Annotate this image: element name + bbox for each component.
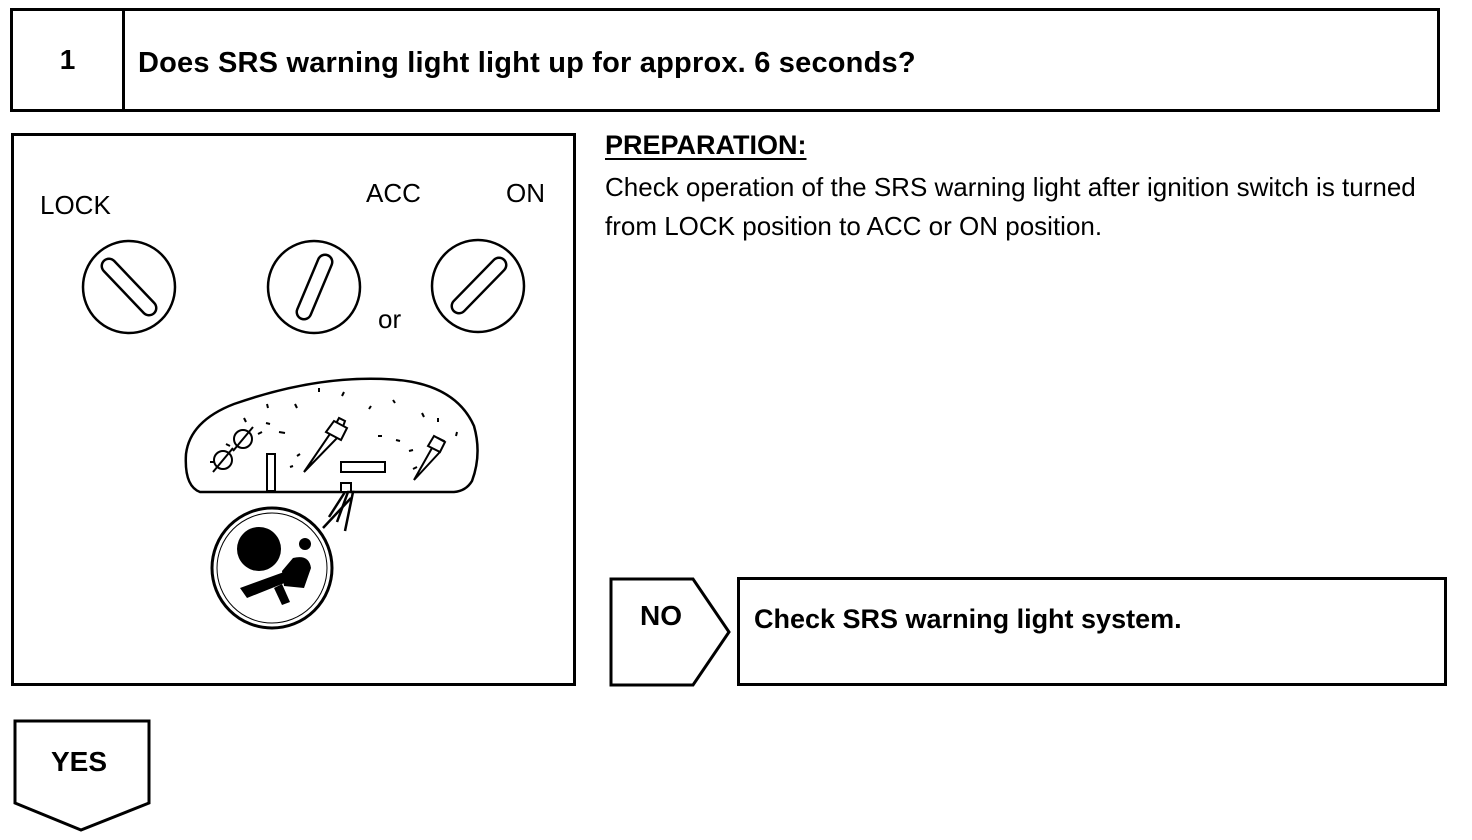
instrument-cluster-icon xyxy=(184,377,479,494)
preparation-heading: PREPARATION: xyxy=(605,130,807,160)
yes-label: YES xyxy=(51,746,108,777)
srs-warning-light-callout xyxy=(210,490,355,630)
or-label: or xyxy=(378,304,402,334)
preparation-text: Check operation of the SRS warning light… xyxy=(605,172,1416,241)
step-number: 1 xyxy=(13,11,125,109)
lock-label: LOCK xyxy=(40,190,111,220)
ignition-diagram xyxy=(81,238,526,630)
acc-label: ACC xyxy=(366,178,421,208)
acc-key-switch-icon xyxy=(266,239,362,335)
no-label: NO xyxy=(640,600,682,631)
lock-key-switch-icon xyxy=(81,239,177,335)
no-action-text: Check SRS warning light system. xyxy=(754,604,1182,634)
no-action-box: Check SRS warning light system. xyxy=(737,577,1447,686)
ignition-illustration-panel: LOCK ACC ON or xyxy=(11,133,576,686)
step-header: 1 Does SRS warning light light up for ap… xyxy=(10,8,1440,112)
step-question: Does SRS warning light light up for appr… xyxy=(138,47,916,79)
no-arrow-tag xyxy=(609,577,731,687)
airbag-symbol-icon xyxy=(237,527,311,605)
on-key-switch-icon xyxy=(430,238,526,334)
on-label: ON xyxy=(506,178,545,208)
yes-arrow-tag xyxy=(13,719,151,832)
